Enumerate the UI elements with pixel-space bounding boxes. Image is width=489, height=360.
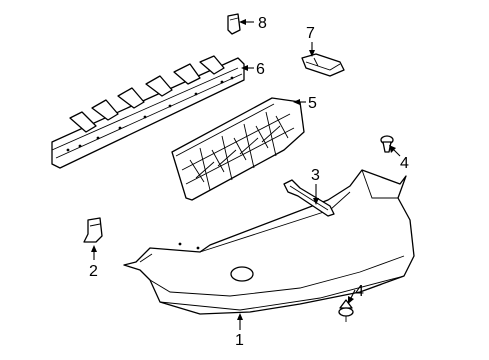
upper-bracket — [301, 53, 345, 77]
leader-lines — [91, 19, 401, 330]
callout-4-upper: 4 — [400, 155, 409, 172]
callout-8: 8 — [258, 15, 267, 32]
push-pin-fastener-lower — [338, 299, 354, 322]
retainer — [83, 217, 103, 243]
callout-4-lower: 4 — [355, 283, 364, 300]
callout-5: 5 — [308, 95, 317, 112]
energy-absorber — [171, 97, 305, 201]
reinforcement-beam — [51, 55, 245, 169]
callout-2: 2 — [89, 263, 98, 280]
side-bracket — [283, 179, 335, 217]
callout-1: 1 — [235, 332, 244, 349]
bumper-cover — [123, 169, 415, 315]
callout-7: 7 — [306, 25, 315, 42]
callout-3: 3 — [311, 167, 320, 184]
callout-6: 6 — [256, 61, 265, 78]
clip — [227, 13, 241, 35]
push-pin-fastener-upper — [380, 135, 394, 153]
